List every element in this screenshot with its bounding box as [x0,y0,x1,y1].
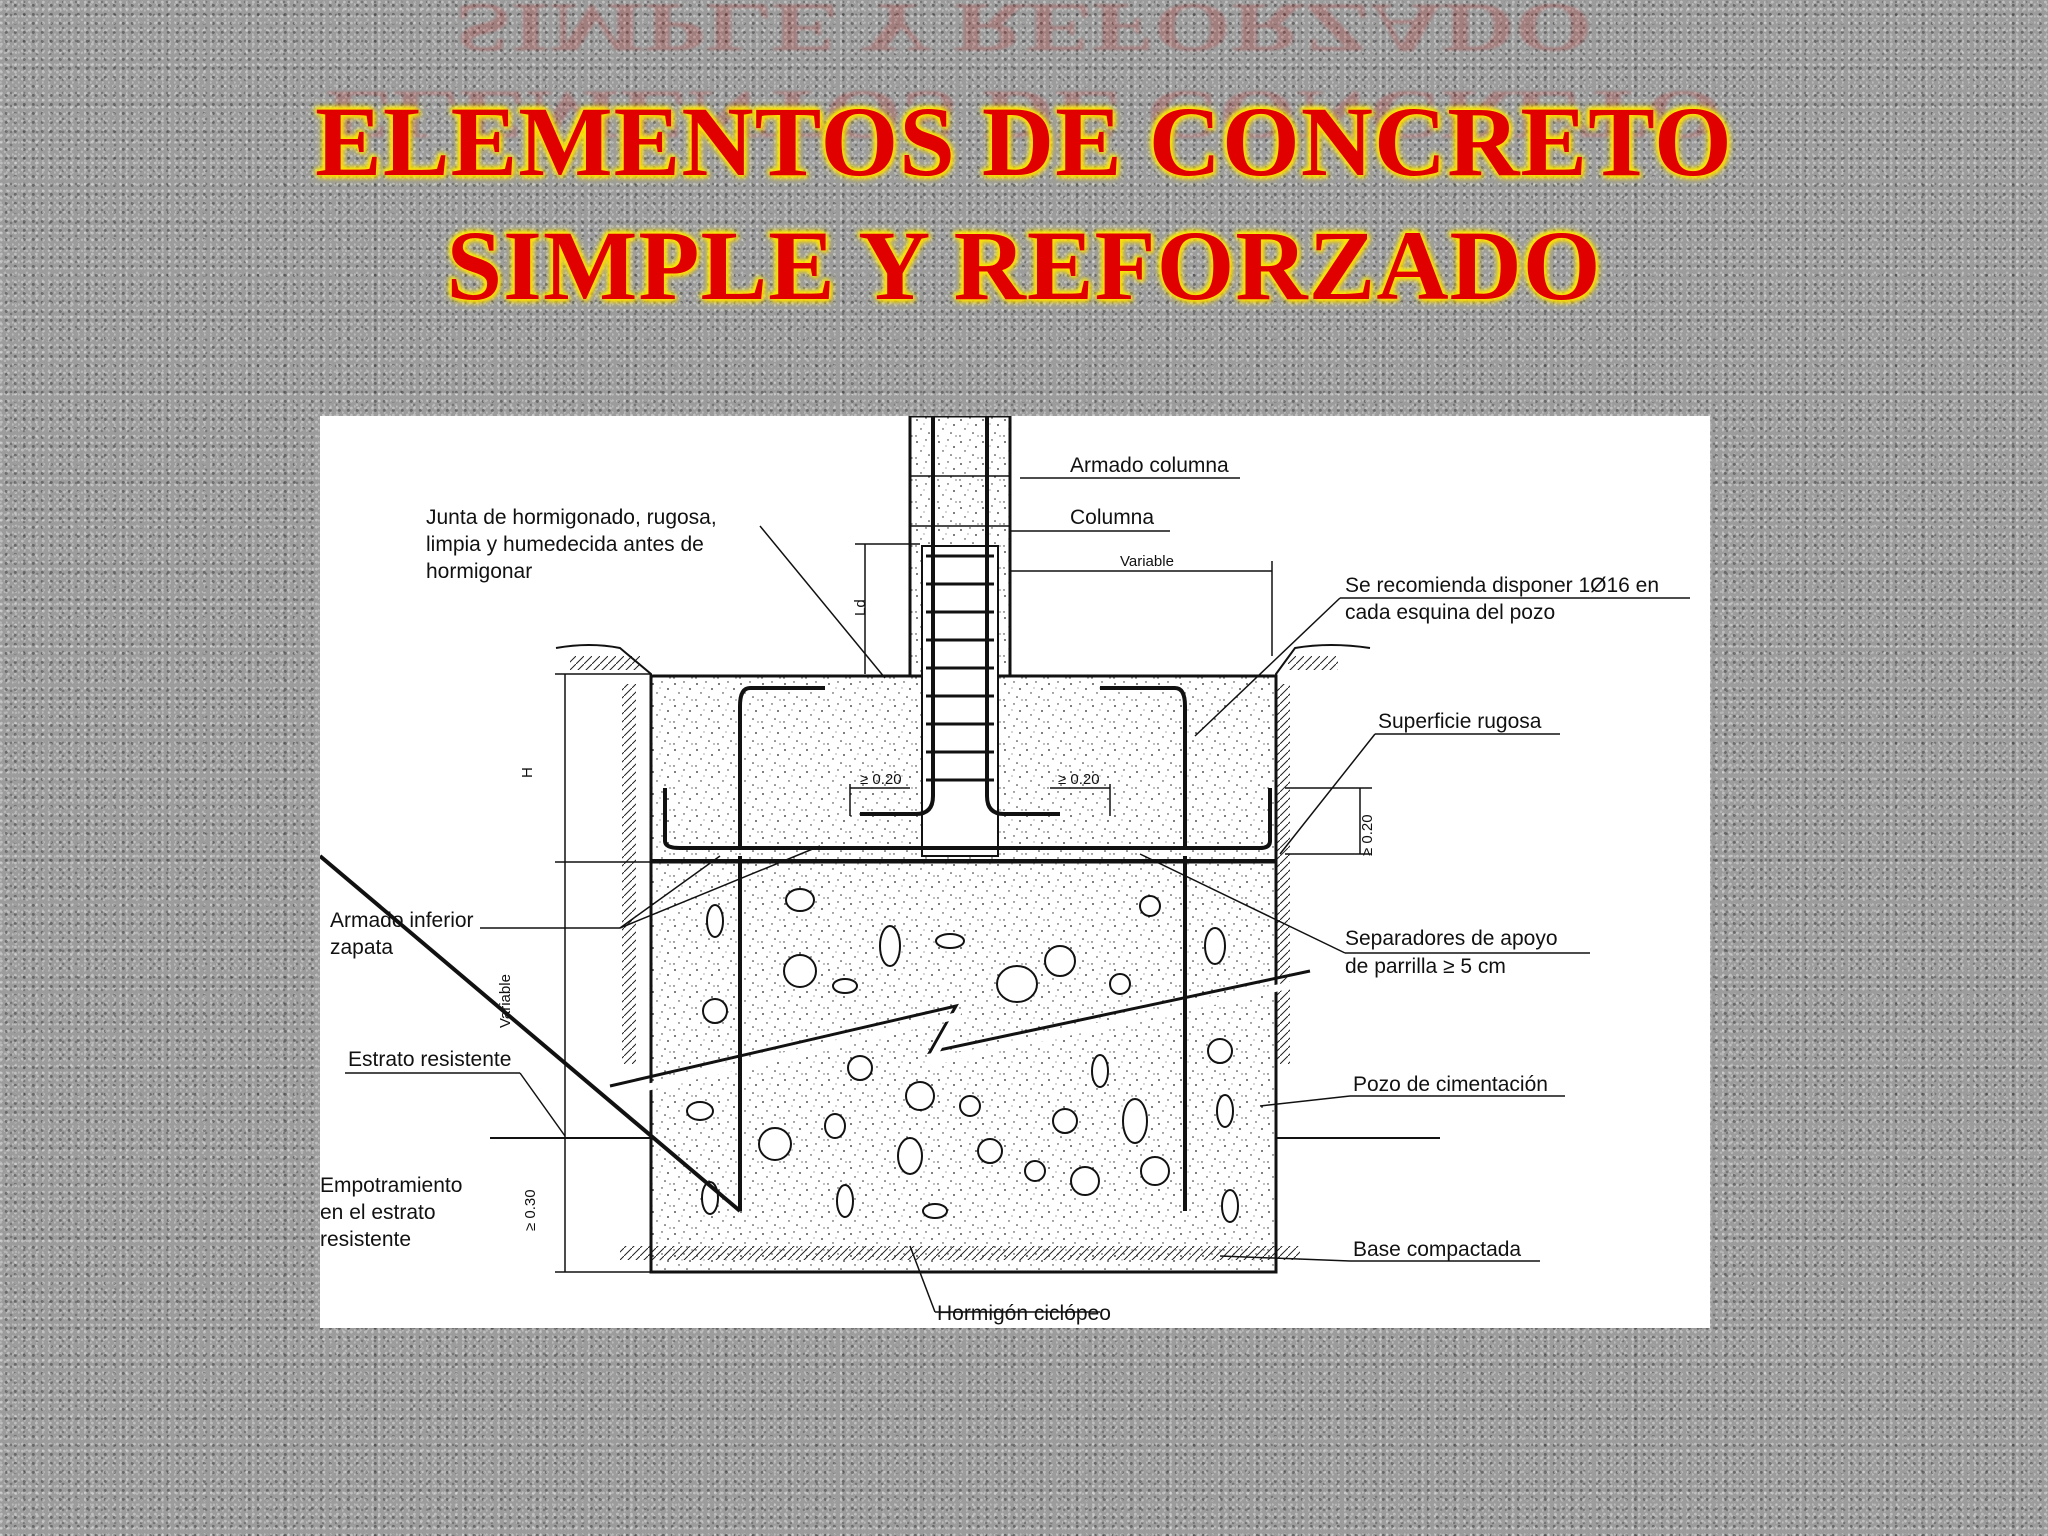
label-h: H [519,767,536,778]
cyclopean-stones [686,888,1239,1223]
cyclopean-concrete [649,860,1278,1274]
title-line-1: ELEMENTOS DE CONCRETO [315,86,1733,197]
diagram-labels: Armado columna Columna Variable Junta de… [320,454,1659,1325]
label-dim-030: ≥ 0.30 [522,1189,539,1231]
label-pozo-cimentacion: Pozo de cimentación [1353,1073,1548,1096]
foundation-drawing: Armado columna Columna Variable Junta de… [318,414,1690,1325]
label-empotramiento-line-3: resistente [320,1228,411,1251]
label-recomienda-line-2: cada esquina del pozo [1345,601,1555,624]
label-junta-line-3: hormigonar [426,560,532,583]
label-hormigon-ciclopeo: Hormigón ciclópeo [937,1302,1111,1325]
title-line-2: SIMPLE Y REFORZADO [446,210,1602,321]
label-dim-020-right: ≥ 0.20 [1058,771,1100,788]
label-junta-line-1: Junta de hormigonado, rugosa, [426,506,717,529]
dimension-lines [555,543,1372,1273]
label-variable-top: Variable [1120,553,1174,570]
label-empotramiento-line-1: Empotramiento [320,1174,462,1197]
label-ld: Ld [852,599,869,616]
label-variable-side: Variable [497,974,514,1028]
label-separadores-line-2: de parrilla ≥ 5 cm [1345,955,1506,978]
label-dim-020-side: ≥ 0.20 [1359,814,1376,856]
label-separadores-line-1: Separadores de apoyo [1345,927,1558,950]
label-estrato-resistente: Estrato resistente [348,1048,511,1071]
title-reflection-line-2: SIMPLE Y REFORZADO [455,0,1593,67]
label-dim-020-left: ≥ 0.20 [860,771,902,788]
label-armado-inferior-line-1: Armado inferior [330,909,474,932]
label-junta-line-2: limpia y humedecida antes de [426,533,704,556]
label-recomienda-line-1: Se recomienda disponer 1Ø16 en [1345,574,1659,597]
label-superficie-rugosa: Superficie rugosa [1378,710,1542,733]
footing-reinforcement [318,686,1272,1213]
foundation-diagram: Armado columna Columna Variable Junta de… [318,414,1710,1328]
column [908,414,1012,857]
label-armado-columna: Armado columna [1070,454,1229,477]
label-columna: Columna [1070,506,1154,529]
label-armado-inferior-line-2: zapata [330,936,393,959]
label-base-compactada: Base compactada [1353,1238,1521,1261]
label-empotramiento-line-2: en el estrato [320,1201,436,1224]
page-title: ELEMENTOS DE CONCRETO SIMPLE Y REFORZADO [0,80,2048,328]
break-line [609,969,1311,1088]
leader-lines [345,477,1690,1313]
